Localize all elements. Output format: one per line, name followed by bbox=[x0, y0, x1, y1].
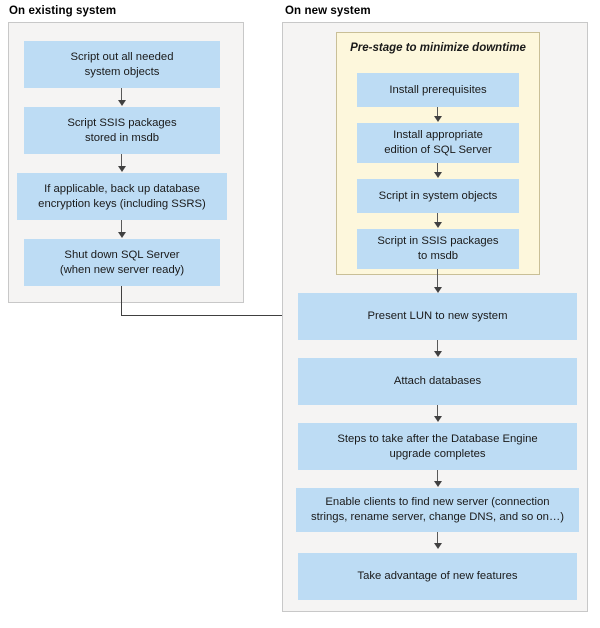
arrow-down-icon bbox=[434, 416, 442, 422]
arrow-down-icon bbox=[434, 116, 442, 122]
connector-right-1 bbox=[437, 340, 438, 353]
node-script-in-ssis-packages[interactable]: Script in SSIS packages to msdb bbox=[357, 229, 519, 269]
connector-prestage-1 bbox=[437, 107, 438, 118]
arrow-down-icon bbox=[118, 232, 126, 238]
arrow-down-icon bbox=[118, 100, 126, 106]
node-post-upgrade-steps[interactable]: Steps to take after the Database Engine … bbox=[298, 423, 577, 470]
node-line-2: edition of SQL Server bbox=[384, 144, 492, 156]
node-line-1: Attach databases bbox=[393, 375, 482, 387]
connector-prestage-to-lun bbox=[437, 269, 438, 289]
arrow-down-icon bbox=[434, 172, 442, 178]
node-install-sql-server-edition[interactable]: Install appropriate edition of SQL Serve… bbox=[357, 123, 519, 163]
arrow-down-icon bbox=[118, 166, 126, 172]
arrow-down-icon bbox=[434, 222, 442, 228]
node-line-1: Script SSIS packages bbox=[67, 116, 177, 129]
connector-cross-panel-vertical bbox=[121, 286, 122, 315]
node-line-2: encryption keys (including SSRS) bbox=[38, 197, 206, 210]
node-line-1: Script out all needed bbox=[70, 50, 174, 63]
node-shut-down-sql-server[interactable]: Shut down SQL Server (when new server re… bbox=[24, 239, 220, 286]
node-line-2: upgrade completes bbox=[389, 447, 486, 460]
node-attach-databases[interactable]: Attach databases bbox=[298, 358, 577, 405]
connector-left-3 bbox=[121, 220, 122, 234]
connector-right-2 bbox=[437, 405, 438, 418]
node-line-1: Steps to take after the Database Engine bbox=[337, 432, 538, 445]
arrow-down-icon bbox=[434, 351, 442, 357]
node-present-lun[interactable]: Present LUN to new system bbox=[298, 293, 577, 340]
node-line-2: system objects bbox=[84, 65, 160, 78]
connector-left-1 bbox=[121, 88, 122, 102]
node-line-1: Enable clients to find new server (conne… bbox=[325, 496, 550, 508]
node-line-2: to msdb bbox=[417, 250, 459, 262]
node-line-1: Install prerequisites bbox=[389, 83, 487, 96]
connector-cross-panel-horizontal bbox=[121, 315, 284, 316]
node-take-advantage-new-features[interactable]: Take advantage of new features bbox=[298, 553, 577, 600]
arrow-down-icon bbox=[434, 287, 442, 293]
node-line-1: Install appropriate bbox=[393, 129, 483, 141]
node-script-in-system-objects[interactable]: Script in system objects bbox=[357, 179, 519, 213]
right-panel-header: On new system bbox=[285, 5, 371, 17]
node-line-2: (when new server ready) bbox=[59, 263, 185, 276]
node-line-2: stored in msdb bbox=[84, 131, 160, 144]
node-line-1: If applicable, back up database bbox=[44, 182, 200, 195]
arrow-down-icon bbox=[434, 481, 442, 487]
connector-left-2 bbox=[121, 154, 122, 168]
node-backup-encryption-keys[interactable]: If applicable, back up database encrypti… bbox=[17, 173, 227, 220]
node-script-ssis-packages[interactable]: Script SSIS packages stored in msdb bbox=[24, 107, 220, 154]
connector-right-4 bbox=[437, 532, 438, 545]
node-line-1: Shut down SQL Server bbox=[64, 248, 180, 261]
node-install-prerequisites[interactable]: Install prerequisites bbox=[357, 73, 519, 107]
prestage-title: Pre-stage to minimize downtime bbox=[350, 42, 526, 54]
connector-prestage-2 bbox=[437, 163, 438, 174]
arrow-down-icon bbox=[434, 543, 442, 549]
node-line-1: Script in SSIS packages bbox=[377, 235, 499, 247]
node-line-1: Script in system objects bbox=[378, 189, 498, 202]
node-line-1: Present LUN to new system bbox=[367, 310, 508, 322]
node-script-out-system-objects[interactable]: Script out all needed system objects bbox=[24, 41, 220, 88]
node-enable-clients-find-server[interactable]: Enable clients to find new server (conne… bbox=[296, 488, 579, 532]
node-line-2: strings, rename server, change DNS, and … bbox=[310, 511, 565, 523]
connector-prestage-3 bbox=[437, 213, 438, 224]
left-panel-header: On existing system bbox=[9, 5, 117, 17]
node-line-1: Take advantage of new features bbox=[357, 570, 518, 582]
connector-right-3 bbox=[437, 470, 438, 483]
